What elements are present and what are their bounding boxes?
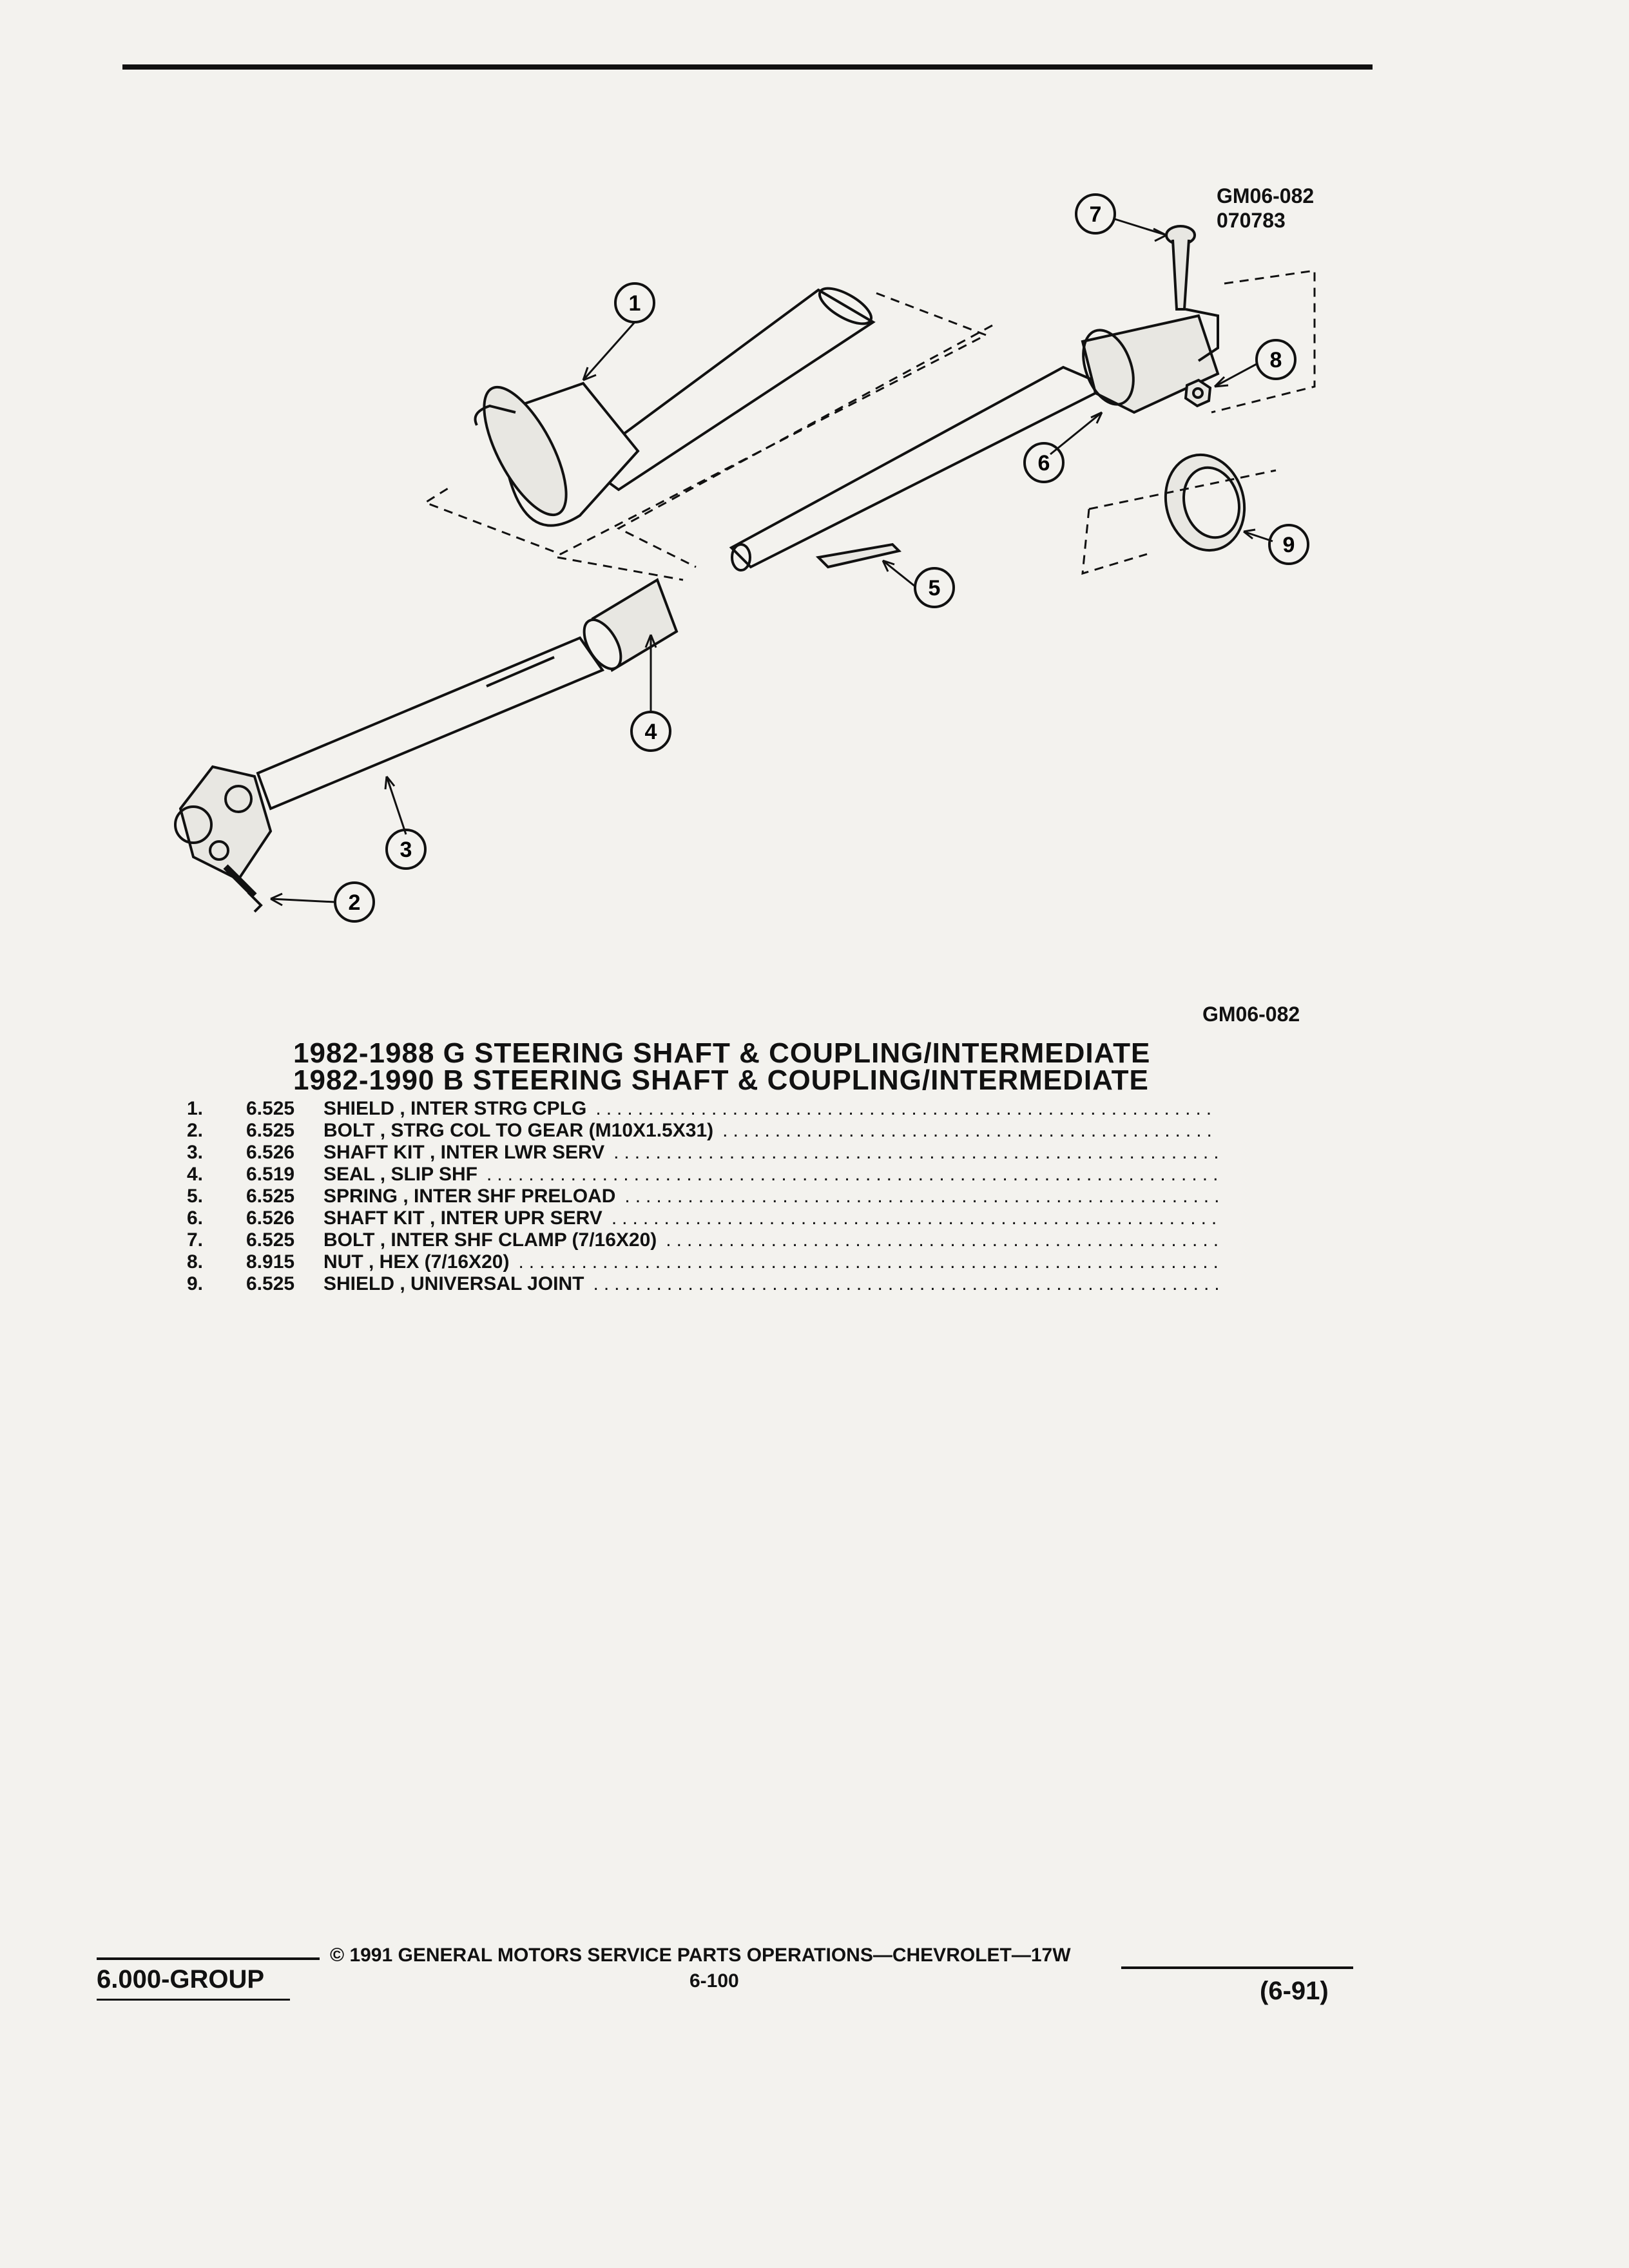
callout-2: 2	[349, 890, 361, 915]
leader-dots: ........................................…	[613, 1142, 1218, 1163]
part-description: SEAL , SLIP SHF	[323, 1164, 477, 1185]
part-description: SPRING , INTER SHF PRELOAD	[323, 1186, 616, 1207]
part-number: 4.	[187, 1164, 204, 1185]
part-shaft-kit-inter-upr	[729, 308, 1220, 572]
part-spring-inter-shf-preload	[815, 543, 901, 569]
part-number: 3.	[187, 1142, 204, 1163]
section-title-2: 1982-1990 B STEERING SHAFT & COUPLING/IN…	[293, 1064, 1149, 1096]
part-group: 6.525	[246, 1120, 295, 1141]
footer-rule-left	[97, 1957, 320, 1960]
part-number: 2.	[187, 1120, 204, 1141]
part-description: BOLT , INTER SHF CLAMP (7/16X20)	[323, 1229, 657, 1251]
part-description: SHIELD , INTER STRG CPLG	[323, 1098, 587, 1119]
leader-dots: ........................................…	[486, 1164, 1218, 1185]
callout-4: 4	[645, 720, 657, 744]
callout-9: 9	[1283, 533, 1295, 557]
part-group: 8.915	[246, 1251, 295, 1273]
part-group: 6.525	[246, 1098, 295, 1119]
part-description: SHAFT KIT , INTER UPR SERV	[323, 1207, 602, 1229]
leader-dots: ........................................…	[518, 1251, 1218, 1273]
list-item: 8. 8.915 NUT , HEX (7/16X20)..............…	[187, 1251, 1218, 1273]
part-description: BOLT , STRG COL TO GEAR (M10X1.5X31)	[323, 1120, 714, 1141]
diagram-date-top: 070783	[1217, 209, 1286, 232]
callout-7: 7	[1090, 202, 1102, 227]
part-number: 6.	[187, 1207, 204, 1229]
footer-revision: (6-91)	[1260, 1977, 1329, 2005]
section-title-1: 1982-1988 G STEERING SHAFT & COUPLING/IN…	[293, 1037, 1151, 1069]
part-group: 6.525	[246, 1229, 295, 1251]
part-number: 7.	[187, 1229, 204, 1251]
part-description: SHAFT KIT , INTER LWR SERV	[323, 1142, 605, 1163]
part-description: NUT , HEX (7/16X20)	[323, 1251, 510, 1273]
leader-dots: ........................................…	[666, 1229, 1218, 1251]
callout-6: 6	[1038, 451, 1050, 476]
footer-rule-right	[1121, 1966, 1353, 1969]
diagram-code-bottom: GM06-082	[1202, 1003, 1300, 1026]
part-group: 6.519	[246, 1164, 295, 1185]
list-item: 1. 6.525 SHIELD , INTER STRG CPLG.........…	[187, 1098, 1218, 1120]
part-shaft-kit-inter-lwr	[174, 636, 605, 881]
part-number: 8.	[187, 1251, 204, 1273]
parts-list: 1. 6.525 SHIELD , INTER STRG CPLG.........…	[187, 1098, 1218, 1295]
footer-copyright: © 1991 GENERAL MOTORS SERVICE PARTS OPER…	[330, 1945, 1071, 1966]
footer-group-label: 6.000-GROUP	[97, 1965, 265, 1994]
list-item: 2. 6.525 BOLT , STRG COL TO GEAR (M10X1.5X…	[187, 1120, 1218, 1142]
top-rule	[122, 64, 1373, 70]
part-group: 6.525	[246, 1273, 295, 1294]
leader-dots: ........................................…	[595, 1098, 1218, 1119]
list-item: 7. 6.525 BOLT , INTER SHF CLAMP (7/16X20).…	[187, 1229, 1218, 1251]
callout-8: 8	[1270, 348, 1282, 372]
callout-5: 5	[929, 576, 941, 601]
part-number: 1.	[187, 1098, 204, 1119]
callout-1: 1	[629, 291, 641, 316]
list-item: 9. 6.525 SHIELD , UNIVERSAL JOINT.........…	[187, 1273, 1218, 1295]
leader-dots: ........................................…	[611, 1207, 1218, 1229]
part-bolt-inter-shf-clamp	[1165, 225, 1196, 311]
part-number: 9.	[187, 1273, 204, 1294]
leader-dots: ........................................…	[722, 1120, 1218, 1141]
callout-3: 3	[400, 838, 412, 862]
list-item: 4. 6.519 SEAL , SLIP SHF..................…	[187, 1164, 1218, 1186]
list-item: 5. 6.525 SPRING , INTER SHF PRELOAD.......…	[187, 1186, 1218, 1207]
list-item: 3. 6.526 SHAFT KIT , INTER LWR SERV.......…	[187, 1142, 1218, 1164]
footer-rule-under-group	[97, 1999, 290, 2001]
part-shield-inter-strg-cplg	[474, 287, 876, 527]
part-number: 5.	[187, 1186, 204, 1207]
diagram-code-top: GM06-082	[1217, 184, 1315, 207]
part-group: 6.525	[246, 1186, 295, 1207]
leader-dots: ........................................…	[593, 1273, 1218, 1294]
part-group: 6.526	[246, 1142, 295, 1163]
leader-dots: ........................................…	[624, 1186, 1218, 1207]
part-shield-universal-joint	[1164, 453, 1246, 552]
part-bolt-strg-col-to-gear	[223, 864, 263, 913]
part-description: SHIELD , UNIVERSAL JOINT	[323, 1273, 584, 1294]
part-group: 6.526	[246, 1207, 295, 1229]
footer-page-number: 6-100	[689, 1970, 739, 1992]
list-item: 6. 6.526 SHAFT KIT , INTER UPR SERV.......…	[187, 1207, 1218, 1229]
part-nut-hex	[1184, 378, 1212, 408]
